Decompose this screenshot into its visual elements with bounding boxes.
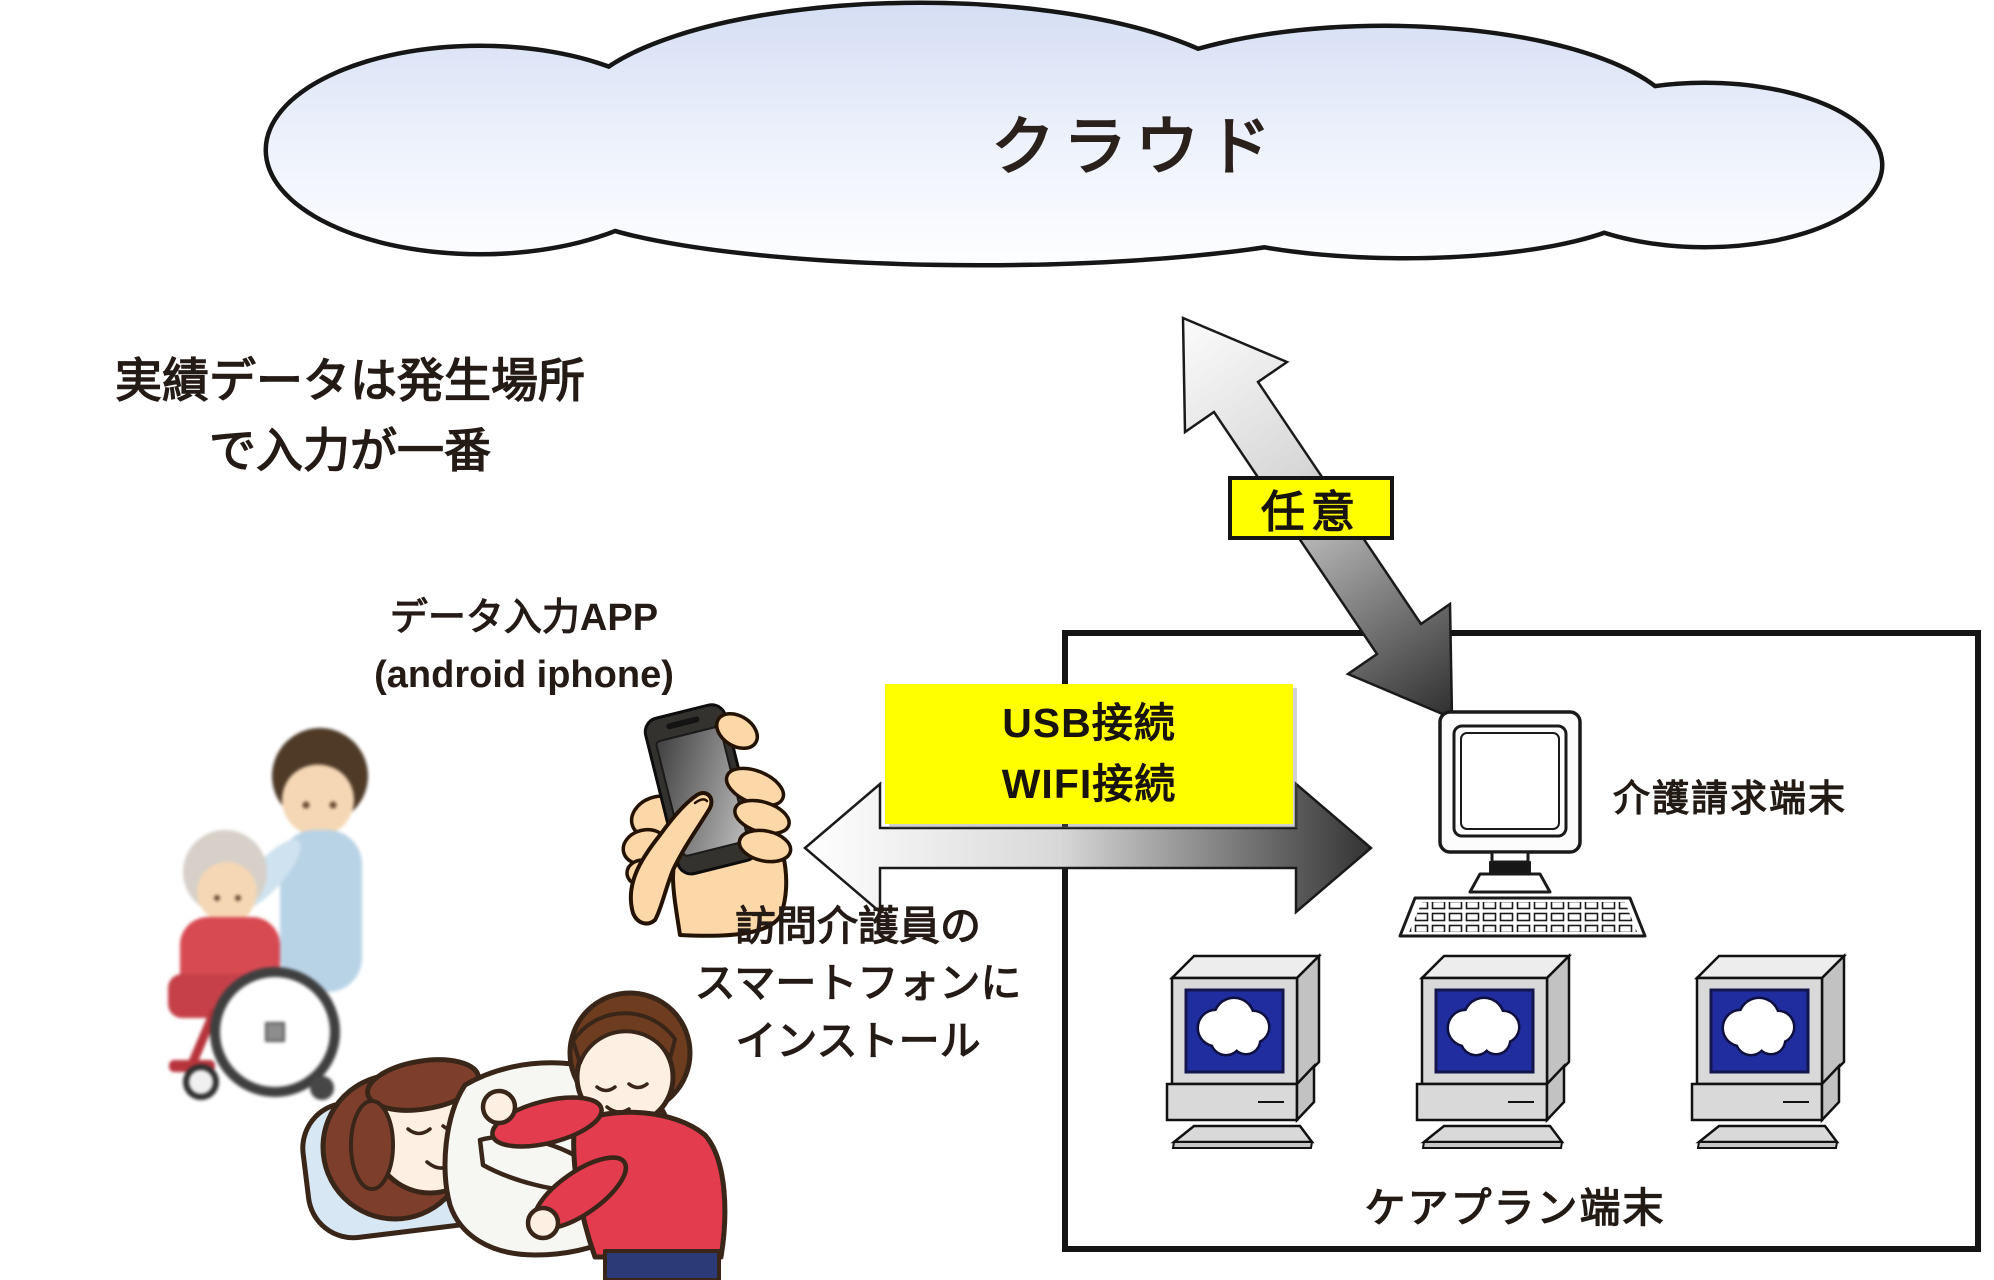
billing-computer-icon bbox=[1398, 710, 1647, 938]
careplan-computer-icon bbox=[1692, 956, 1844, 1148]
app-note-line2: (android iphone) bbox=[374, 654, 674, 696]
careplan-computer-icon bbox=[1417, 956, 1569, 1148]
billing-terminal-label: 介護請求端末 bbox=[1613, 778, 1847, 819]
bed-care-illustration bbox=[300, 990, 728, 1280]
app-note-line1: データ入力APP bbox=[389, 597, 659, 639]
careplan-computers bbox=[1140, 950, 1900, 1160]
install-note-line1: 訪問介護員の bbox=[735, 903, 981, 949]
connection-badge: USB接続 WIFI接続 bbox=[885, 684, 1293, 824]
optional-badge-label: 任意 bbox=[1261, 488, 1361, 537]
app-note: データ入力APP (android iphone) bbox=[264, 590, 784, 704]
cloud-shape bbox=[263, 0, 1885, 268]
install-note-line2: スマートフォンに bbox=[694, 960, 1022, 1007]
connection-line2: WIFI接続 bbox=[1001, 761, 1177, 807]
wheelchair-care-illustration bbox=[168, 728, 368, 1100]
careplan-computer-icon bbox=[1167, 956, 1319, 1148]
phone-pc-arrow bbox=[803, 781, 1373, 915]
connection-line1: USB接続 bbox=[1002, 699, 1176, 746]
hand-smartphone-illustration bbox=[621, 703, 793, 938]
note-left: 実績データは発生場所 で入力が一番 bbox=[40, 346, 660, 485]
install-note-line3: インストール bbox=[735, 1017, 981, 1064]
cloud-label: クラウド bbox=[991, 111, 1279, 183]
optional-badge: 任意 bbox=[1228, 476, 1394, 540]
install-note: 訪問介護員の スマートフォンに インストール bbox=[558, 898, 1158, 1070]
note-left-line1: 実績データは発生場所 bbox=[115, 354, 585, 407]
note-left-line2: で入力が一番 bbox=[209, 423, 491, 477]
careplan-terminal-label: ケアプラン端末 bbox=[1364, 1185, 1666, 1231]
